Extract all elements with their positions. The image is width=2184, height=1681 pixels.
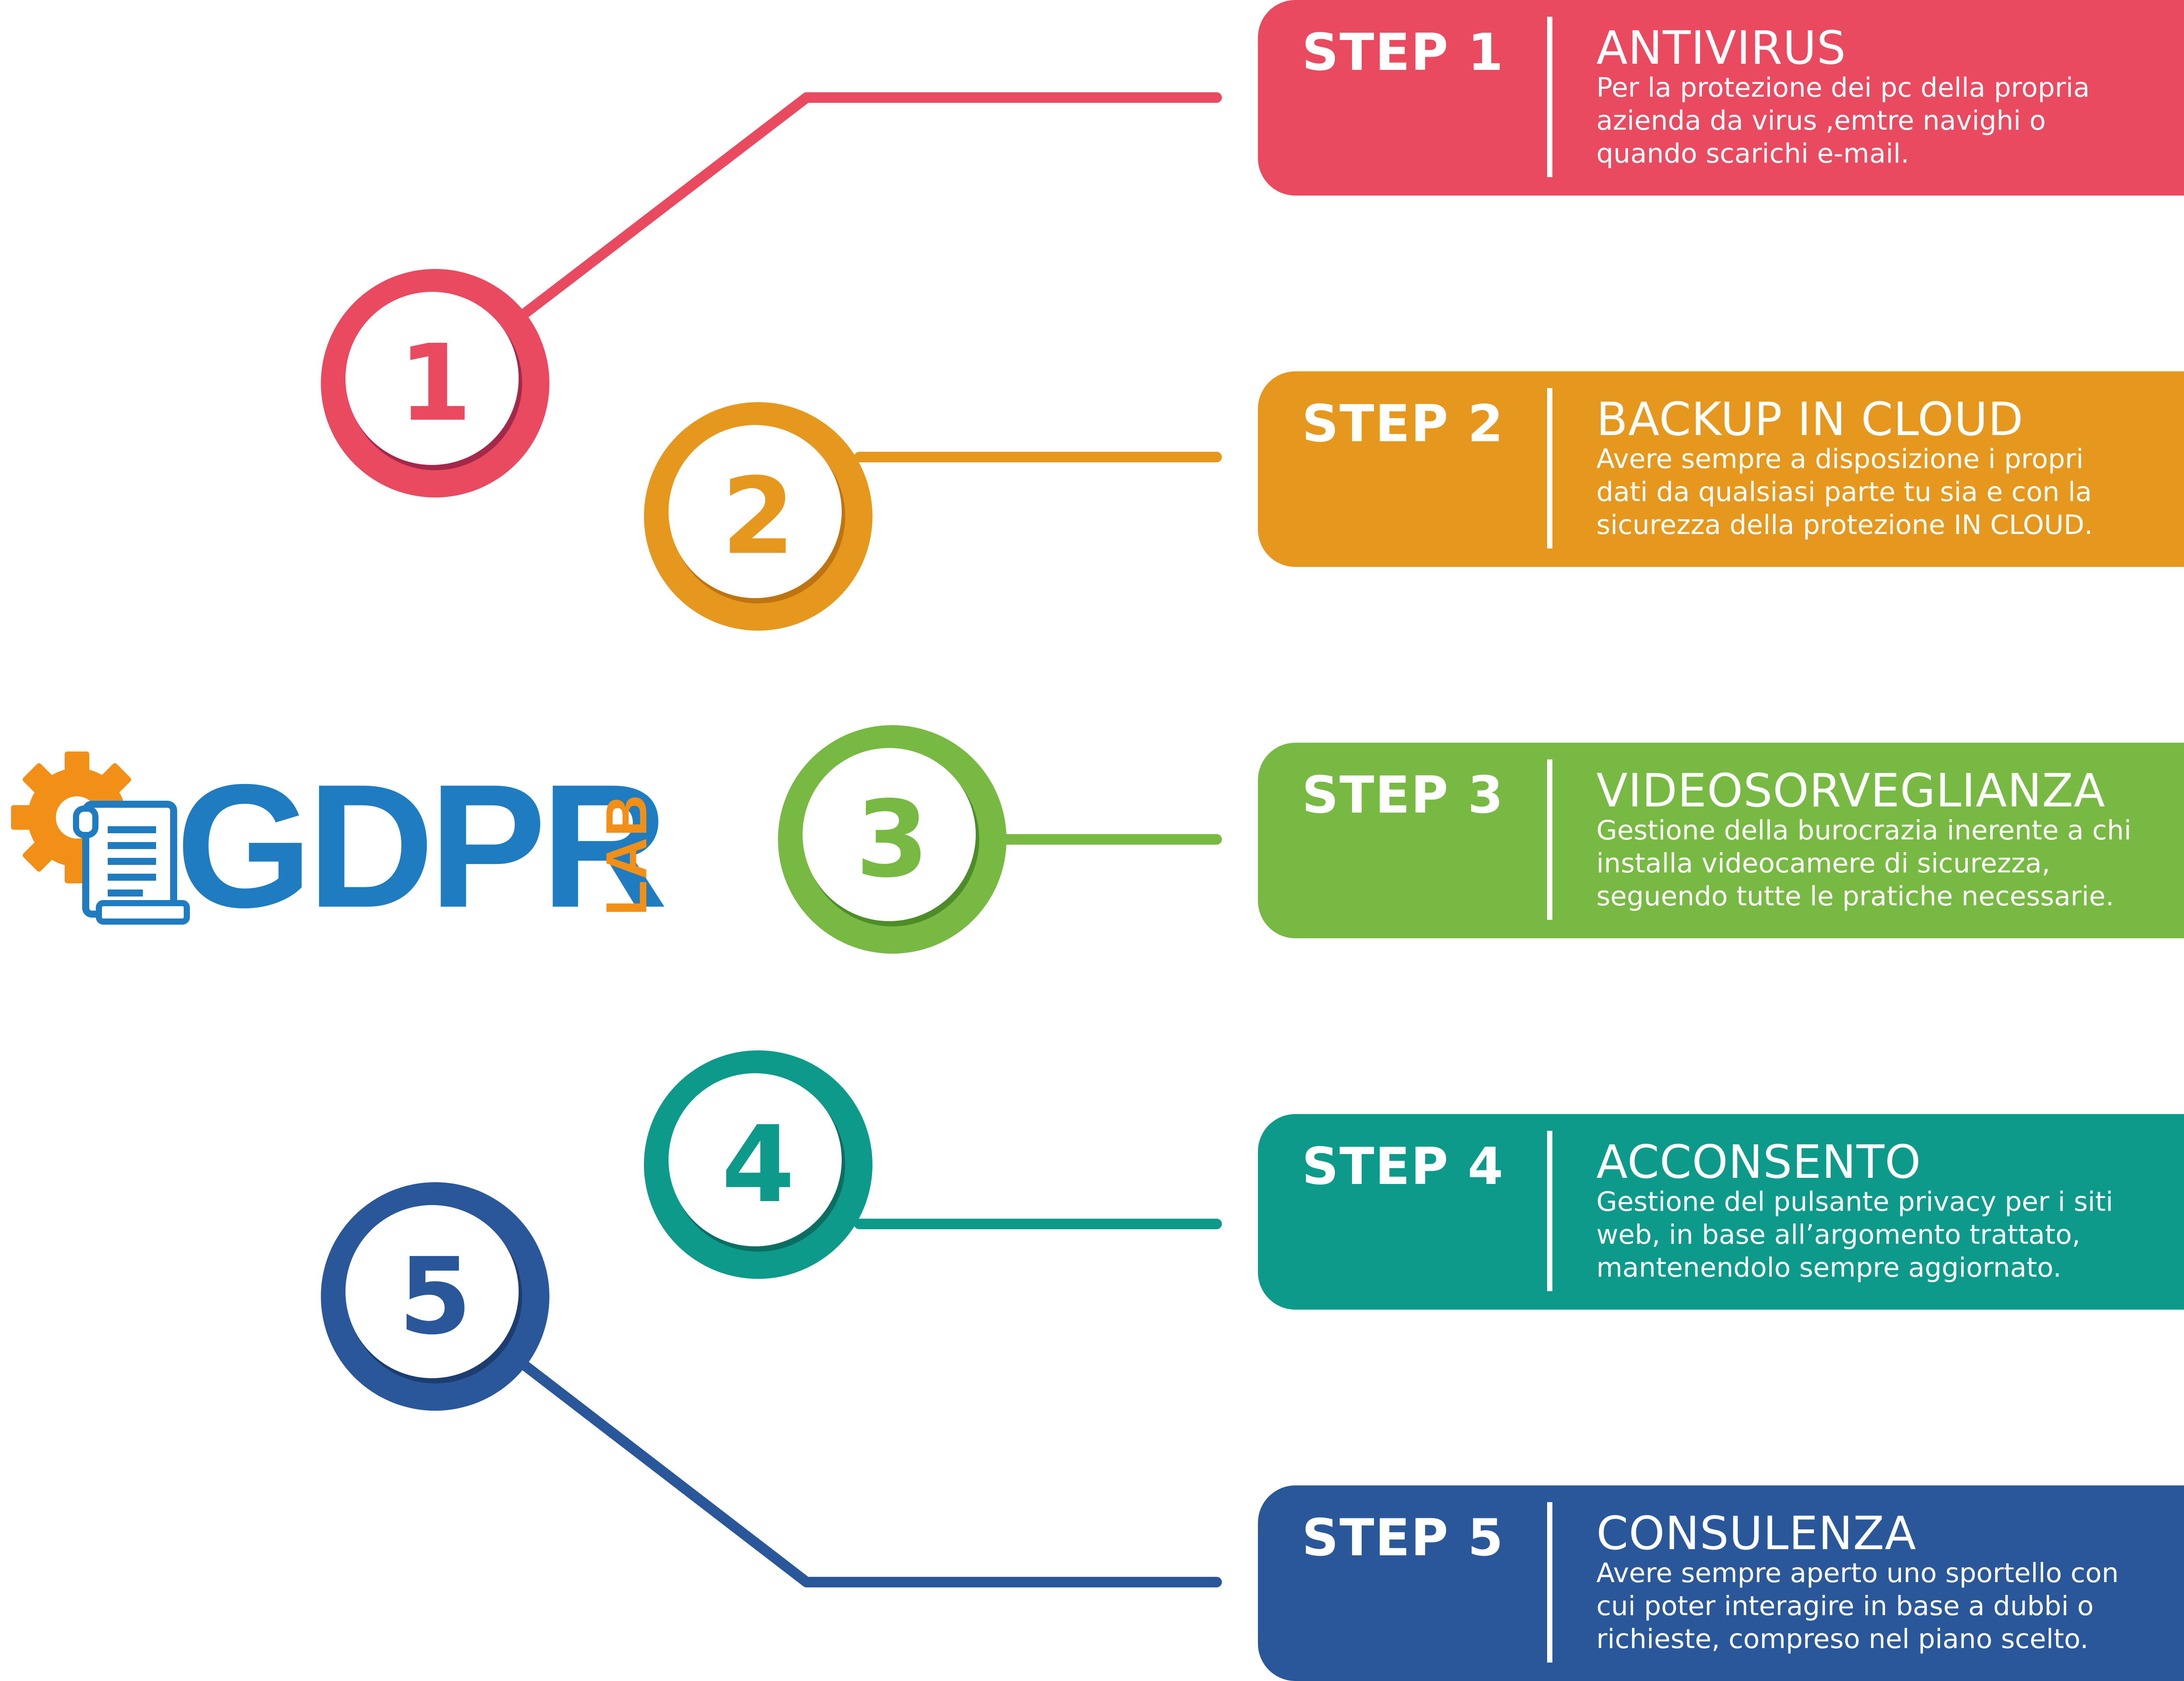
step-description: Avere sempre a disposizione i propri dat… (1596, 443, 2093, 541)
document-scroll-icon (73, 801, 190, 925)
connector-1 (516, 92, 1222, 322)
step-card-2: STEP 2 BACKUP IN CLOUD Avere sempre a di… (1258, 371, 2184, 567)
step-title: VIDEOSORVEGLIANZA (1596, 764, 2106, 817)
connector-5 (516, 1357, 1222, 1587)
logo-lab-badge: LAB (594, 794, 659, 916)
step-circle-5: 5 (321, 1182, 549, 1411)
step-label: STEP 4 (1301, 1137, 1504, 1196)
card-divider (1547, 17, 1552, 177)
step-circle-4: 4 (644, 1050, 872, 1279)
step-number-2: 2 (721, 455, 795, 578)
step-card-3: STEP 3 VIDEOSORVEGLIANZA Gestione della … (1258, 743, 2184, 938)
step-number-3: 3 (855, 778, 929, 901)
step-title: BACKUP IN CLOUD (1596, 392, 2024, 446)
step-description: Per la protezione dei pc della propria a… (1596, 72, 2090, 169)
step-description: Gestione del pulsante privacy per i siti… (1596, 1186, 2113, 1283)
step-card-4: STEP 4 ACCONSENTO Gestione del pulsante … (1258, 1114, 2184, 1310)
step-circle-1: 1 (321, 269, 549, 497)
step-description: Avere sempre aperto uno sportello con cu… (1596, 1558, 2119, 1655)
logo-wordmark: GDPR (176, 748, 668, 944)
step-circle-2: 2 (644, 402, 872, 631)
step-label: STEP 5 (1301, 1508, 1504, 1568)
gdpr-lab-logo: GDPR LAB (7, 747, 679, 934)
step-title: ANTIVIRUS (1596, 21, 1846, 75)
step-circle-3: 3 (778, 725, 1007, 954)
step-description: Gestione della burocrazia inerente a chi… (1596, 815, 2132, 912)
card-divider (1547, 759, 1552, 920)
step-number-4: 4 (721, 1103, 795, 1226)
step-number-1: 1 (398, 322, 472, 445)
step-label: STEP 3 (1301, 766, 1504, 825)
step-card-1: STEP 1 ANTIVIRUS Per la protezione dei p… (1258, 0, 2184, 196)
step-title: ACCONSENTO (1596, 1135, 1922, 1189)
step-number-5: 5 (398, 1235, 472, 1358)
step-label: STEP 1 (1301, 23, 1504, 82)
step-title: CONSULENZA (1596, 1507, 1917, 1560)
card-divider (1547, 388, 1552, 548)
step-card-5: STEP 5 CONSULENZA Avere sempre aperto un… (1258, 1485, 2184, 1681)
card-divider (1547, 1502, 1552, 1663)
step-label: STEP 2 (1301, 394, 1504, 454)
card-divider (1547, 1131, 1552, 1291)
